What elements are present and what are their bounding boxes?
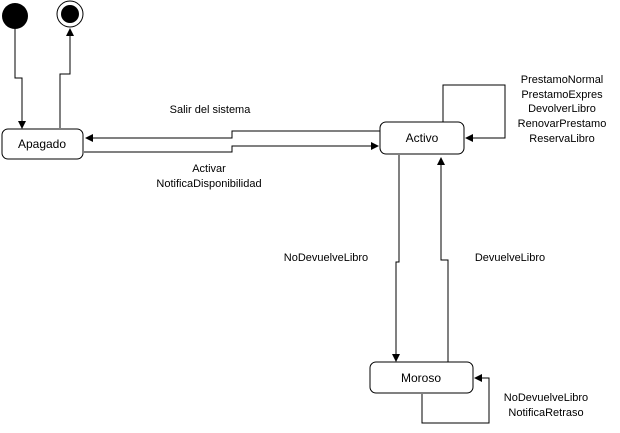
- state-activo-label: Activo: [406, 131, 439, 145]
- edge-devuelve-libro: [437, 157, 449, 363]
- label-prestamo-expres: PrestamoExpres: [521, 89, 603, 101]
- label-notifica-disponibilidad: NotificaDisponibilidad: [156, 178, 261, 190]
- label-prestamo-normal: PrestamoNormal: [521, 74, 604, 86]
- final-state-node: [56, 0, 84, 28]
- edge-salir-del-sistema: [85, 130, 380, 142]
- moroso-self-loop-labels: NoDevuelveLibro NotificaRetraso: [504, 392, 588, 419]
- state-moroso-label: Moroso: [401, 371, 441, 385]
- label-no-devuelve-libro: NoDevuelveLibro: [284, 252, 368, 264]
- label-renovar-prestamo: RenovarPrestamo: [518, 118, 607, 130]
- edge-activar: [84, 142, 379, 153]
- state-activo: Activo: [379, 121, 465, 155]
- label-devuelve-libro: DevuelveLibro: [475, 252, 545, 264]
- state-moroso: Moroso: [369, 361, 474, 394]
- moroso-self-loop-edge: [421, 374, 490, 424]
- label-salir-del-sistema: Salir del sistema: [170, 104, 252, 116]
- apagado-to-final-edge: [59, 28, 74, 128]
- state-apagado: Apagado: [1, 128, 84, 160]
- state-apagado-label: Apagado: [18, 137, 66, 151]
- activo-self-loop-labels: PrestamoNormal PrestamoExpres DevolverLi…: [518, 74, 607, 145]
- activo-self-loop-edge: [442, 84, 506, 142]
- initial-state-node: [2, 3, 28, 29]
- label-moroso-no-devuelve-libro: NoDevuelveLibro: [504, 392, 588, 404]
- label-reserva-libro: ReservaLibro: [529, 133, 594, 145]
- initial-to-apagado-edge: [14, 29, 26, 129]
- label-notifica-retraso: NotificaRetraso: [508, 407, 583, 419]
- edge-no-devuelve-libro: [392, 155, 400, 362]
- label-activar: Activar: [192, 163, 226, 175]
- label-devolver-libro: DevolverLibro: [528, 103, 596, 115]
